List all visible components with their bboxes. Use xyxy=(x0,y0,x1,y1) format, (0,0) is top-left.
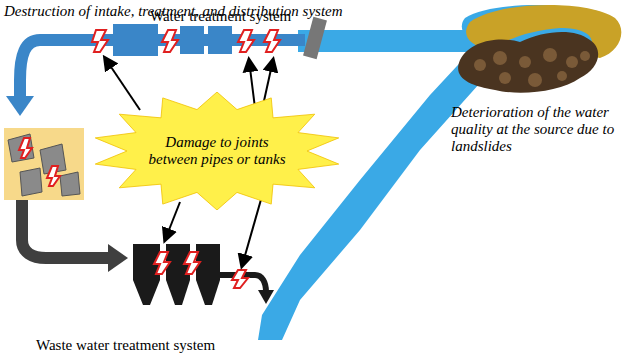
sewer-pipe xyxy=(22,200,110,258)
treatment-tank xyxy=(180,26,204,54)
distribution-area xyxy=(4,128,84,200)
text-label: Waste water treatment system xyxy=(36,337,296,354)
waste-tank xyxy=(196,244,220,305)
intake-gate xyxy=(303,17,327,59)
arrowhead xyxy=(108,244,128,272)
callout-text-wrap: Damage to joints between pipes or tanks xyxy=(140,134,295,168)
text-label: Water treatment system xyxy=(150,8,350,25)
arrowhead xyxy=(6,96,34,116)
broken-houses xyxy=(8,134,80,196)
arrowhead xyxy=(258,290,274,304)
callout-text: Damage to joints between pipes or tanks xyxy=(140,134,295,168)
treatment-tank xyxy=(208,26,232,54)
treatment-tank xyxy=(113,24,158,56)
starburst-callout: Damage to joints between pipes or tanks xyxy=(92,92,342,210)
debris-texture xyxy=(474,48,590,87)
text-label: Deterioration of the water quality at th… xyxy=(451,104,625,155)
landslide-debris xyxy=(458,32,598,93)
